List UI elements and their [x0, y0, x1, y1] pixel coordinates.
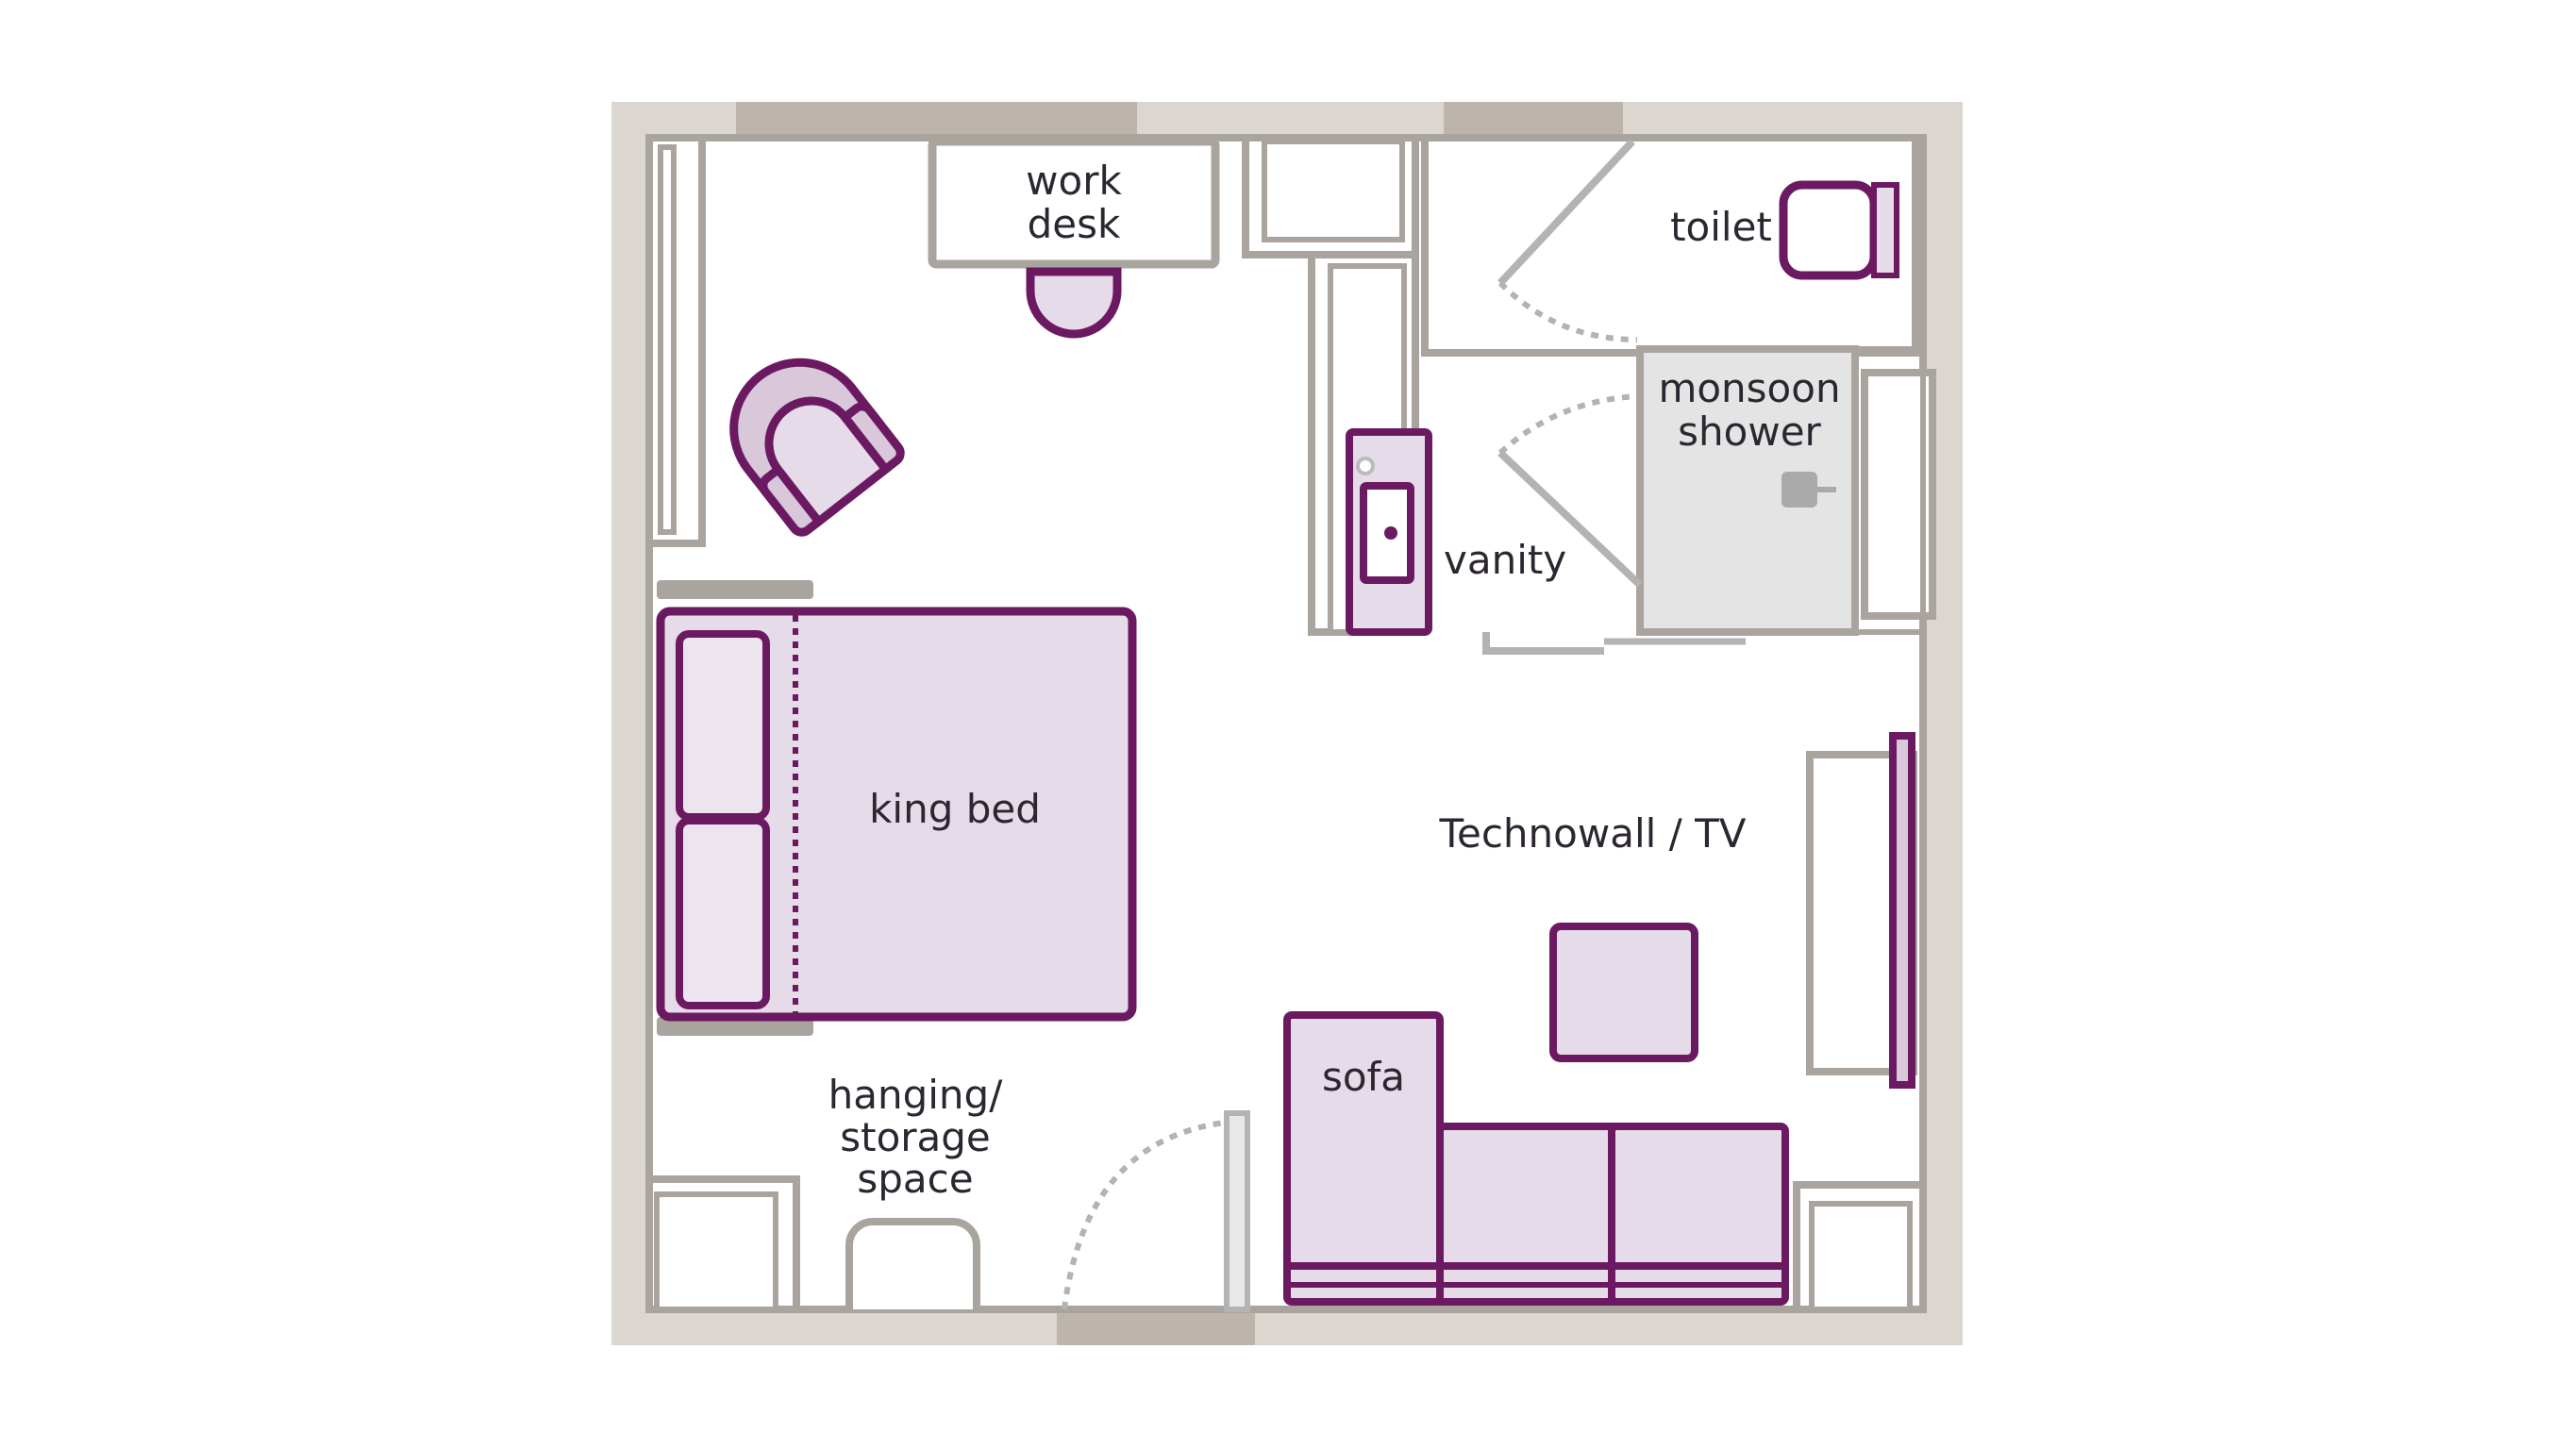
- tv: [1889, 732, 1915, 1089]
- desk-chair: [1026, 267, 1122, 339]
- shower-door-swing: [1497, 393, 1638, 456]
- work-desk: [928, 137, 1220, 269]
- shower-label-2: shower: [1678, 408, 1821, 455]
- toilet: [1779, 180, 1879, 280]
- storage-unit: [845, 1218, 980, 1309]
- entry-threshold: [1057, 1309, 1255, 1345]
- entry-door-swing: [1062, 1120, 1226, 1310]
- toilet-label: toilet: [1670, 204, 1772, 250]
- hanging-label-2: storage: [840, 1114, 991, 1160]
- shower-head-icon: [1781, 472, 1817, 508]
- king-bed: [656, 607, 1137, 1022]
- window-top-left: [736, 102, 1137, 138]
- ottoman: [1549, 923, 1698, 1062]
- king-bed-label: king bed: [869, 786, 1041, 832]
- pillow-1: [676, 630, 770, 821]
- headboard-bottom: [657, 1017, 813, 1036]
- sofa-label: sofa: [1322, 1054, 1405, 1100]
- pillow-2: [676, 817, 770, 1009]
- armchair: [729, 358, 905, 537]
- toilet-door: [1497, 139, 1635, 286]
- sliding-door: [1482, 632, 1604, 655]
- window-top-right: [1444, 102, 1623, 138]
- headboard-top: [657, 580, 813, 599]
- hanging-label: hanging/: [828, 1072, 1004, 1118]
- entry-door[interactable]: [1224, 1110, 1250, 1312]
- sofa: [1283, 1011, 1789, 1306]
- shower-door: [1497, 450, 1643, 588]
- vanity-label: vanity: [1444, 537, 1566, 583]
- work-desk-label: work: [1026, 158, 1122, 204]
- shower-label: monsoon: [1658, 365, 1840, 411]
- work-desk-label-2: desk: [1028, 201, 1121, 247]
- toilet-door-swing: [1497, 280, 1638, 342]
- toilet-tank: [1871, 182, 1899, 278]
- hanging-label-3: space: [857, 1156, 973, 1202]
- technowall-label: Technowall / TV: [1438, 810, 1746, 857]
